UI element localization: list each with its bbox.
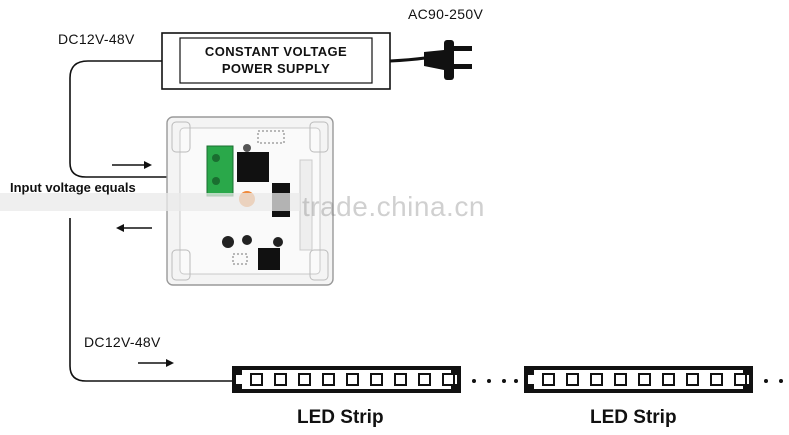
arrow-left-icon	[116, 224, 152, 232]
power-supply-label-line1: CONSTANT VOLTAGE	[204, 44, 348, 59]
controller-to-strip-wire	[69, 218, 232, 382]
power-supply-inner-panel	[179, 37, 373, 84]
led-chip	[418, 373, 431, 386]
led-chip	[442, 373, 455, 386]
led-chip	[322, 373, 335, 386]
led-chip	[734, 373, 747, 386]
led-chip	[542, 373, 555, 386]
continuation-dots	[472, 379, 518, 383]
dc-output-label-bottom: DC12V-48V	[84, 334, 161, 350]
led-chip	[638, 373, 651, 386]
dc-output-wire	[69, 60, 212, 178]
power-supply-label: CONSTANT VOLTAGE POWER SUPPLY	[180, 43, 372, 77]
led-strip-1	[232, 366, 461, 393]
led-chip	[590, 373, 603, 386]
led-strip-2	[524, 366, 753, 393]
watermark-text: trade.china.cn	[302, 191, 485, 222]
watermark-band	[0, 193, 300, 211]
dc-output-label-top: DC12V-48V	[58, 31, 135, 47]
terminal-block	[206, 145, 234, 197]
ac-input-label: AC90-250V	[408, 6, 484, 22]
led-chip	[614, 373, 627, 386]
led-chip	[370, 373, 383, 386]
led-chip	[346, 373, 359, 386]
led-chip	[298, 373, 311, 386]
continuation-dots	[764, 379, 783, 383]
power-supply-label-line2: POWER SUPPLY	[221, 61, 331, 76]
arrow-right-icon	[138, 359, 174, 367]
led-strip-label-2: LED Strip	[590, 407, 677, 428]
ac-cable	[389, 56, 426, 63]
led-chip	[686, 373, 699, 386]
led-chip	[250, 373, 263, 386]
arrow-right-icon	[112, 161, 152, 169]
led-chip	[662, 373, 675, 386]
led-chip	[274, 373, 287, 386]
ac-plug-icon	[424, 40, 472, 80]
led-chip	[394, 373, 407, 386]
led-chip	[710, 373, 723, 386]
led-strip-label-1: LED Strip	[297, 407, 384, 428]
led-chip	[566, 373, 579, 386]
input-voltage-note: Input voltage equals	[10, 180, 136, 195]
